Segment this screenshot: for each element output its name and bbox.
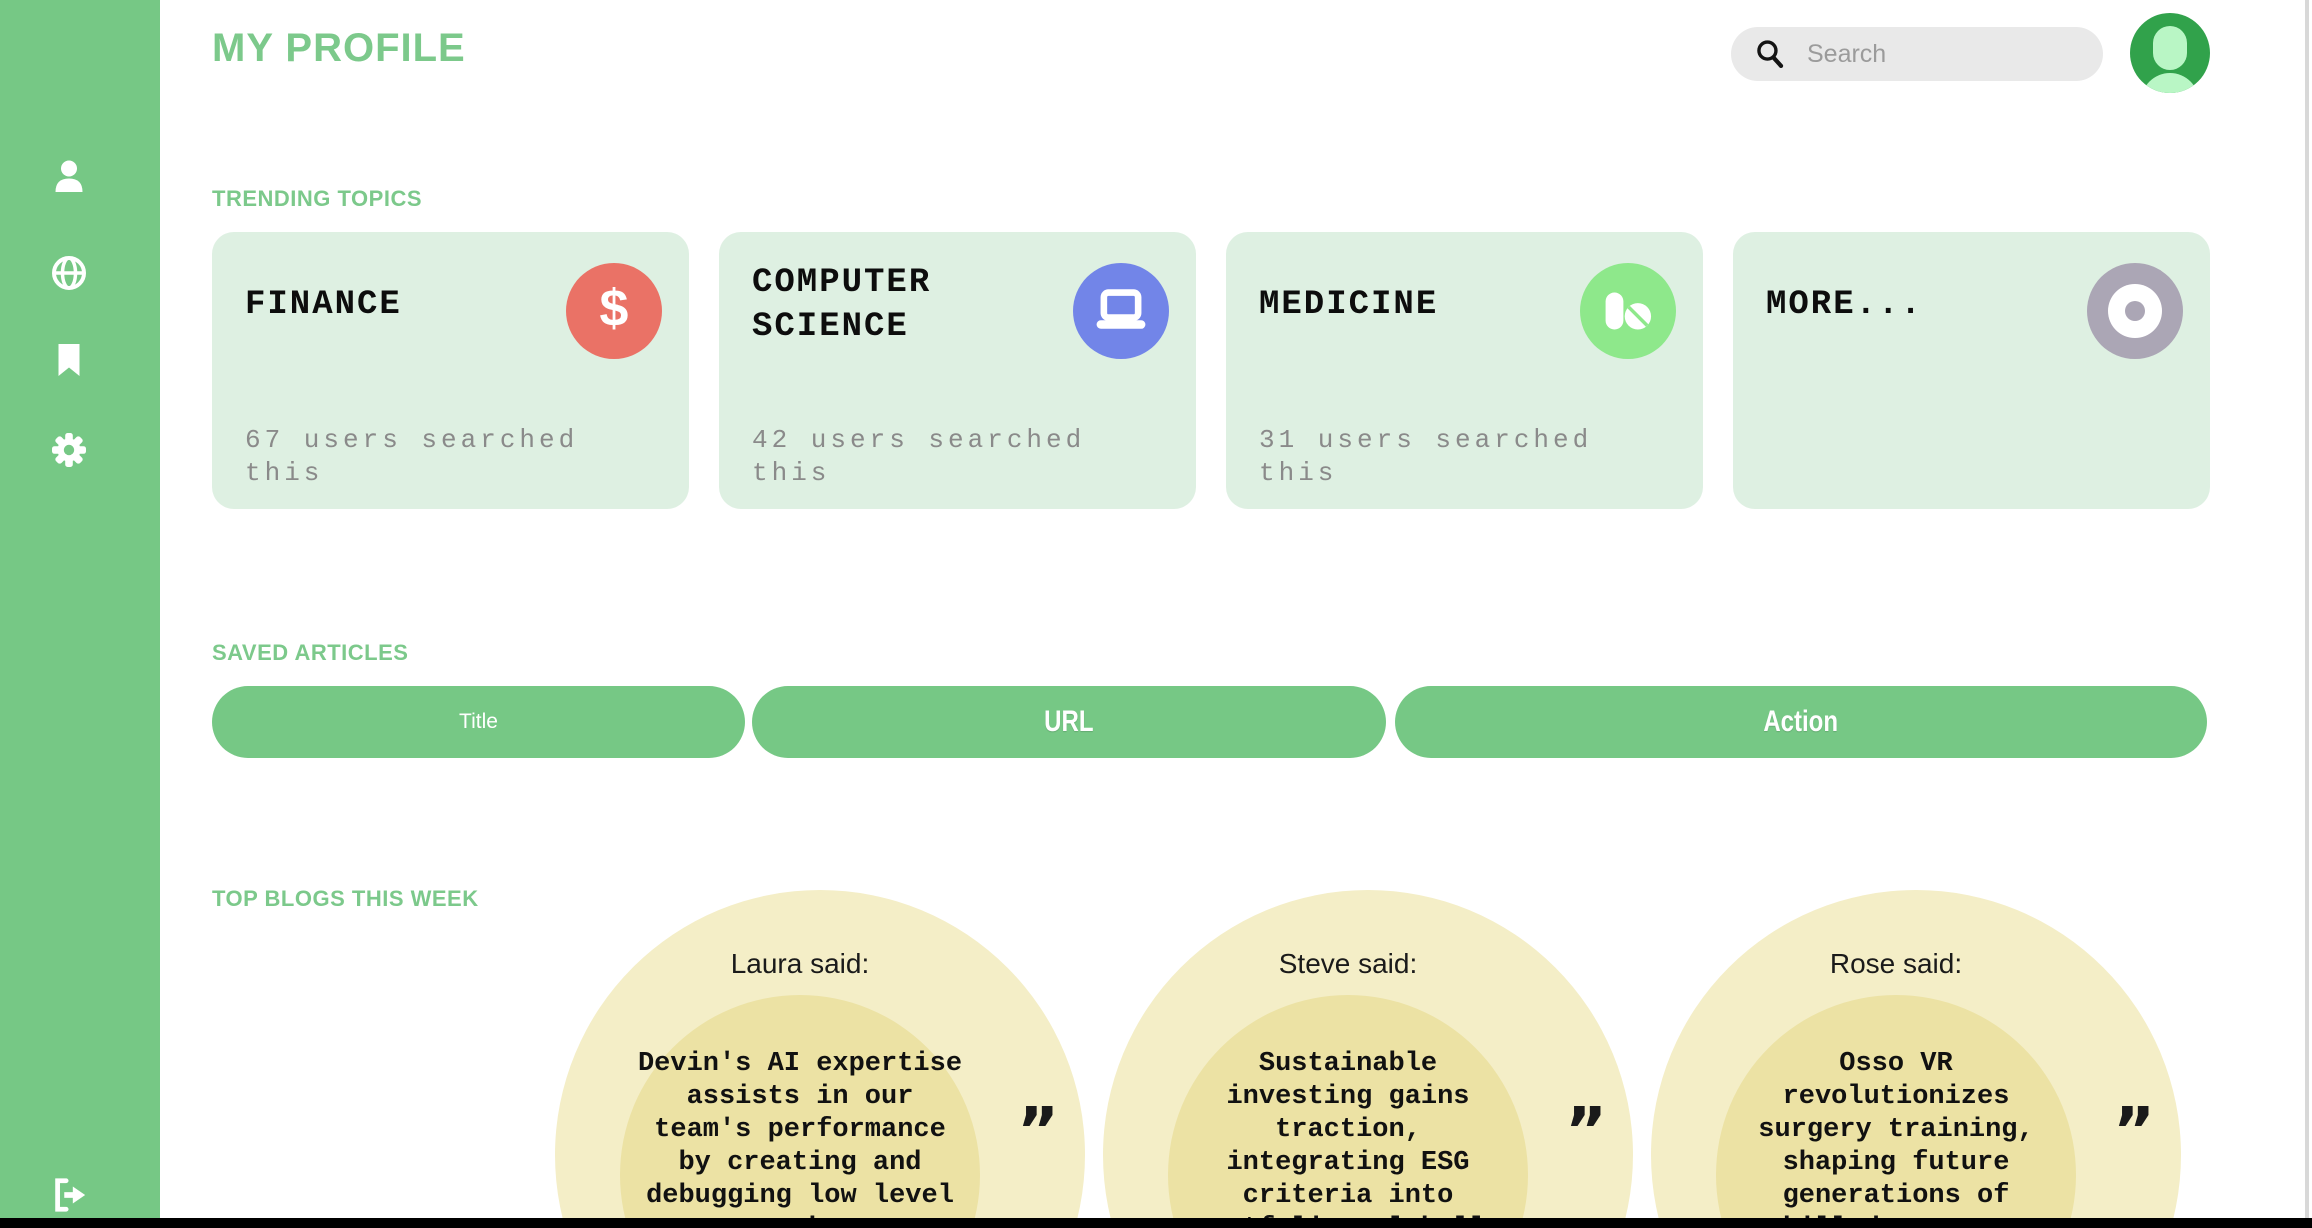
- bottom-bar: [0, 1218, 2312, 1228]
- topic-card-computer-science[interactable]: COMPUTER SCIENCE 42 users searched this: [719, 232, 1196, 509]
- column-header-action: Action: [1395, 686, 2207, 758]
- topic-title: MORE...: [1766, 286, 1923, 324]
- topic-title: FINANCE: [245, 286, 402, 324]
- topic-search-count: 42 users searched this: [752, 425, 1086, 488]
- gear-icon-svg: [52, 433, 86, 467]
- blog-quote: Devin's AI expertise assists in our team…: [637, 1049, 963, 1228]
- column-header-title: Title: [212, 686, 745, 758]
- blog-bubble-laura: Laura said: Devin's AI expertise assists…: [555, 890, 1085, 1228]
- sidebar-item-bookmarks[interactable]: [50, 341, 88, 379]
- avatar-body: [2141, 73, 2199, 93]
- bookmark-icon-svg: [58, 344, 80, 376]
- person-icon-svg: [55, 160, 83, 192]
- sidebar: [0, 0, 160, 1228]
- logout-icon: [50, 1176, 88, 1214]
- avatar-head: [2153, 26, 2187, 70]
- top-blogs-heading: TOP BLOGS THIS WEEK: [212, 886, 479, 911]
- blog-bubble-rose: Rose said: Osso VR revolutionizes surger…: [1651, 890, 2181, 1228]
- search-icon: [1757, 40, 1784, 69]
- trending-topics-heading: TRENDING TOPICS: [212, 186, 423, 211]
- bookmark-icon: [50, 341, 88, 379]
- column-header-url: URL: [752, 686, 1386, 758]
- sidebar-item-explore[interactable]: [50, 254, 88, 292]
- blog-author: Rose said:: [1829, 948, 1963, 979]
- saved-articles-table-header: Title URL Action: [212, 686, 2207, 758]
- avatar[interactable]: [2130, 13, 2210, 93]
- quote-icon: ”: [1565, 1095, 1608, 1169]
- blog-quote: Sustainable investing gains traction, in…: [1194, 1049, 1502, 1228]
- sidebar-item-settings[interactable]: [50, 431, 88, 469]
- blog-author: Laura said:: [730, 948, 870, 979]
- topic-card-finance[interactable]: FINANCE $ 67 users searched this: [212, 232, 689, 509]
- search-input[interactable]: [1807, 27, 2087, 81]
- blog-quote: Osso VR revolutionizes surgery training,…: [1758, 1049, 2034, 1228]
- topic-card-more[interactable]: MORE...: [1733, 232, 2210, 509]
- quote-icon: ”: [1017, 1095, 1060, 1169]
- globe-icon-svg: [52, 256, 86, 290]
- laptop-icon: [1073, 263, 1169, 359]
- logout-icon-svg: [55, 1178, 86, 1212]
- topic-title: MEDICINE: [1259, 286, 1439, 324]
- person-icon: [50, 158, 88, 196]
- blog-author: Steve said:: [1278, 948, 1418, 979]
- topic-search-count: 67 users searched this: [245, 425, 579, 488]
- pills-icon: [1580, 263, 1676, 359]
- quote-icon: ”: [2113, 1095, 2156, 1169]
- topic-card-medicine[interactable]: MEDICINE 31 users searched this: [1226, 232, 1703, 509]
- globe-icon: [50, 254, 88, 292]
- scrollbar-track[interactable]: [2305, 0, 2309, 1228]
- blog-bubble-steve: Steve said: Sustainable investing gains …: [1103, 890, 1633, 1228]
- sidebar-item-logout[interactable]: [50, 1176, 88, 1214]
- saved-articles-heading: SAVED ARTICLES: [212, 640, 409, 665]
- gear-icon: [50, 431, 88, 469]
- topic-search-count: 31 users searched this: [1259, 425, 1593, 488]
- sidebar-item-profile[interactable]: [50, 158, 88, 196]
- search-bar: [1731, 27, 2103, 81]
- page-title: MY PROFILE: [212, 26, 466, 70]
- dollar-icon: $: [566, 263, 662, 359]
- topic-title: COMPUTER SCIENCE: [752, 264, 932, 346]
- record-icon: [2087, 263, 2183, 359]
- trending-topics-cards: FINANCE $ 67 users searched this COMPUTE…: [212, 232, 2210, 509]
